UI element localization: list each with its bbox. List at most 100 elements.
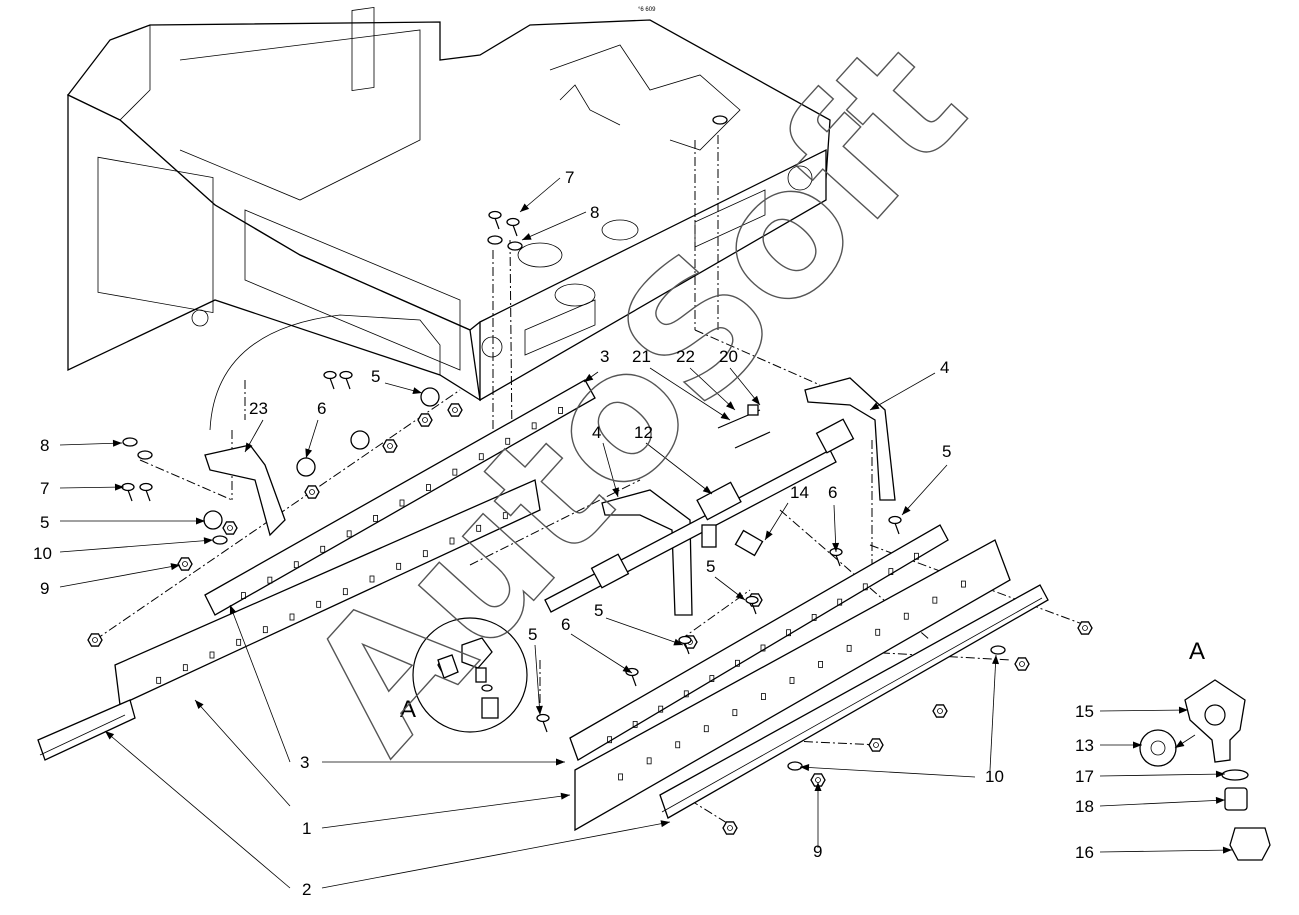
bar-slot [346,530,352,538]
bolt-shank [494,217,500,230]
bolt-shank [684,642,690,655]
washer [137,450,153,460]
nut-hole [727,825,733,831]
bar-slot [156,676,162,684]
leader-line [901,464,948,516]
leader-arrowhead [1222,846,1232,854]
washer [507,241,523,251]
bar-slot [932,596,938,604]
bar-slot [789,677,795,684]
top-mark: °6 609 [638,7,656,13]
callout-labels: 7 8 3 21 22 20 4 5 23 6 8 7 5 10 9 4 12 … [33,168,1094,899]
leader-arrowhead [702,485,712,494]
bar-1-left [114,479,541,706]
leader-line [799,766,976,778]
leader-arrowhead [520,203,530,212]
callout-18: 18 [1075,797,1094,816]
bar-slot [735,659,740,667]
bar-slot [236,638,242,646]
bar-slot [709,675,715,682]
bar-slot [452,468,458,476]
leader-arrowhead [673,638,683,646]
bar-slot [786,629,791,637]
bar-slot [342,588,348,596]
bar-slot [607,736,612,744]
ball-stud [420,387,440,407]
callout-8: 8 [590,203,599,222]
bolt-shank [345,377,351,390]
bar-slot [875,628,881,636]
nut [722,821,738,835]
bar-slot [703,725,709,733]
nut-hole [937,708,943,714]
leader-arrowhead [1215,796,1225,804]
callout-1: 1 [302,819,311,838]
leader-arrowhead [765,530,773,540]
leader-line [689,367,736,411]
leader-arrowhead [245,442,253,452]
leader-line [321,794,571,829]
bolt-head [745,595,759,605]
leader-arrowhead [412,387,422,395]
leader-arrowhead [726,401,735,410]
bolt-shank [835,554,841,567]
callout-12: 12 [634,423,653,442]
washer [990,645,1006,655]
bar-slot [903,612,909,620]
callout-14: 14 [790,483,809,502]
bracket-4-left [601,489,693,616]
bar-slot [632,721,638,728]
bar-3-upper [204,379,596,616]
couplings [590,418,855,589]
bar-slot [818,661,823,668]
leader-line [534,644,541,716]
bolt-shank [127,489,133,502]
leader-line [649,367,731,421]
bar-3-lower [569,524,949,761]
leader-arrowhead [170,563,180,571]
nut [1014,657,1030,671]
bolt-shank [894,522,900,535]
leader-arrowhead [556,758,565,766]
bolt-shank [751,602,757,615]
nut [447,403,463,417]
leader-arrowhead [992,655,1000,665]
leader-line [1099,799,1226,807]
bar-slot [399,499,405,507]
bar-slot [618,773,623,781]
ball-stud [203,510,223,530]
leader-arrowhead [560,792,570,800]
callout-8: 8 [40,436,49,455]
bar-slot [449,537,455,545]
nut-hole [873,742,879,748]
bar-2-left [37,699,136,761]
nut [87,633,103,647]
callout-6: 6 [828,483,837,502]
bar-slot [422,550,428,558]
leader-arrowhead [203,537,213,545]
ball-stud [350,430,370,450]
leader-line [1099,709,1189,712]
bar-slot [262,626,268,634]
washer [712,115,728,125]
bar-slot [289,613,295,621]
bolt-head [488,210,502,220]
leader-arrowhead [105,731,115,740]
leader-arrowhead [522,233,532,240]
fasteners [87,115,1093,835]
callout-9: 9 [40,579,49,598]
leader-line [645,442,713,495]
leader-arrowhead [1178,706,1188,714]
callout-22: 22 [676,347,695,366]
leader-line [869,372,936,411]
bar-slot [426,484,431,491]
detail-a-letter: A [400,696,416,723]
callout-4: 4 [592,423,601,442]
leader-arrowhead [535,705,543,715]
inset-a: A [1139,638,1271,861]
callout-5: 5 [528,625,537,644]
leader-arrowhead [1175,740,1185,748]
callout-21: 21 [632,347,651,366]
leader-arrowhead [870,402,880,410]
